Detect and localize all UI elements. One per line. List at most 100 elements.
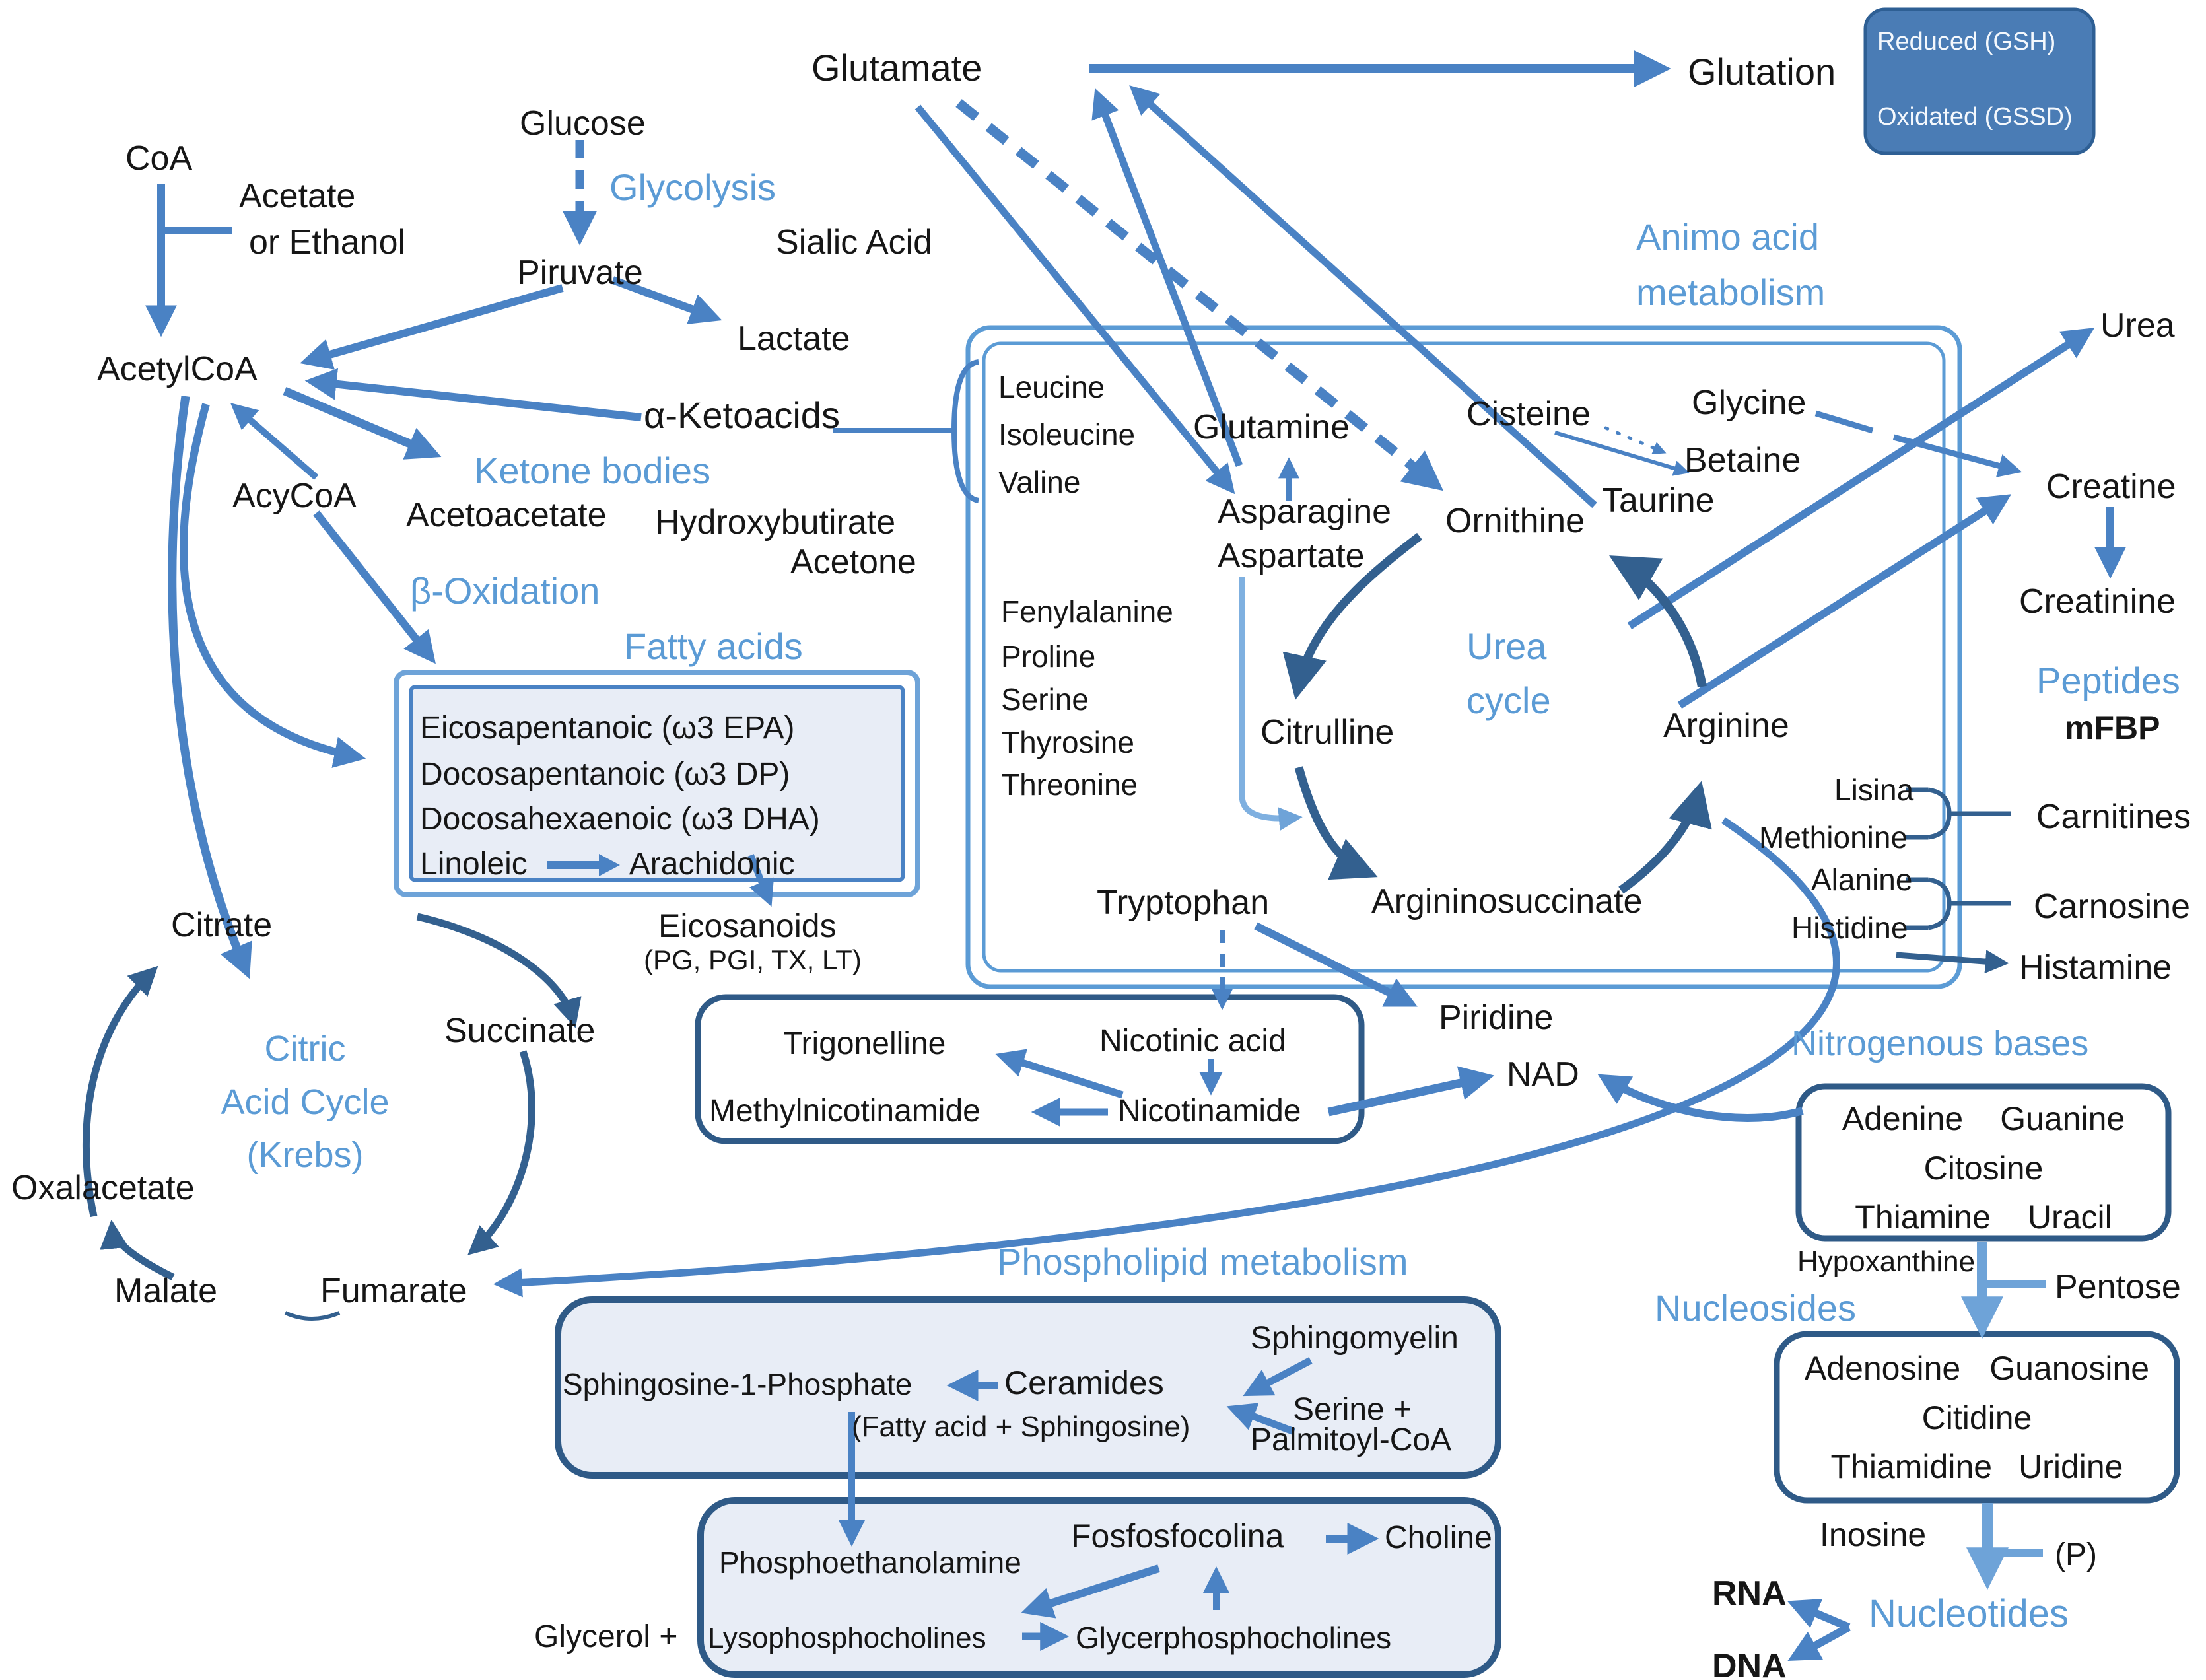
node-trigonelline: Trigonelline	[783, 1026, 946, 1061]
arc-succinate-fumarate	[467, 1050, 535, 1255]
node-succinate: Succinate	[444, 1012, 596, 1050]
arrow-tryptophan-piridine	[1254, 922, 1418, 1007]
node-uridine: Uridine	[2018, 1448, 2123, 1485]
heading-phospholipid: Phospholipid metabolism	[997, 1241, 1408, 1282]
node-arginine: Arginine	[1663, 707, 1789, 745]
right-arrow-icon	[547, 854, 620, 876]
arc-oxalacetate-citrate	[82, 965, 158, 1218]
node-malate: Malate	[114, 1272, 218, 1310]
arrow-glutamine-glutamate	[1091, 88, 1243, 467]
node-urea: Urea	[2100, 306, 2175, 345]
arrow-acetylcoa-fattybox	[180, 403, 366, 768]
heading-citric-acid-cycle: Citric Acid Cycle (Krebs)	[190, 1030, 421, 1174]
heading-fatty-acids: Fatty acids	[624, 625, 803, 667]
node-adenine: Adenine	[1842, 1100, 1964, 1137]
nitrogenous-bases-list: Adenine Guanine Citosine Thiamine Uracil	[1799, 1102, 2168, 1235]
arrow-acycoa-acetylcoa	[230, 403, 319, 480]
heading-peptides: Peptides	[2036, 660, 2180, 701]
heading-citric-line1: Citric	[264, 1029, 346, 1068]
node-taurine: Taurine	[1602, 481, 1715, 520]
node-inosine: Inosine	[1820, 1516, 1927, 1553]
node-citrate: Citrate	[171, 906, 273, 944]
arrow-serine-ceramides	[1226, 1403, 1295, 1436]
arrow-arginine-creatine	[1677, 494, 2012, 709]
node-fatty-dha: Docosahexaenoic (ω3 DHA)	[420, 802, 820, 837]
node-glycine: Glycine	[1692, 384, 1807, 422]
node-histidine: Histidine	[1791, 911, 1908, 945]
node-hydroxybutirate: Hydroxybutirate	[655, 503, 896, 542]
arrow-ornithine-urea	[1627, 328, 2095, 630]
node-sialic-acid: Sialic Acid	[776, 223, 932, 262]
arrow-arachidonic-eicosanoids	[747, 854, 775, 907]
node-cisteine: Cisteine	[1466, 395, 1591, 433]
node-histamine: Histamine	[2019, 948, 2172, 987]
heading-nucleotides: Nucleotides	[1869, 1592, 2069, 1635]
node-palmitoyl-coa: Palmitoyl-CoA	[1251, 1422, 1452, 1457]
node-choline: Choline	[1385, 1520, 1492, 1555]
node-betaine: Betaine	[1684, 441, 1801, 479]
arrow-nucleotides-dna	[1787, 1623, 1851, 1661]
node-ketoacids: α-Ketoacids	[644, 394, 840, 436]
arrow-cisteine-betaine-dotted	[1604, 426, 1667, 454]
node-thiamine: Thiamine	[1855, 1199, 1991, 1236]
node-asparagine: Asparagine	[1218, 493, 1392, 531]
node-valine: Valine	[998, 465, 1081, 499]
arrow-nicotinamide-trigonelline	[995, 1049, 1124, 1099]
node-glycerphosphocholines: Glycerphosphocholines	[1076, 1621, 1392, 1655]
arc-malate-fumarate	[284, 1311, 341, 1321]
node-acycoa: AcyCoA	[232, 477, 357, 515]
node-phosphoethanolamine: Phosphoethanolamine	[719, 1545, 1021, 1580]
node-fatty-dp: Docosapentanoic (ω3 DP)	[420, 757, 790, 792]
curve-aspartate-join	[1239, 795, 1303, 831]
arrow-nicotinamide-nad	[1327, 1066, 1495, 1117]
node-acetate-line2: or Ethanol	[249, 223, 406, 262]
node-guanosine: Guanosine	[1989, 1350, 2150, 1387]
arrow-ornithine-glutamate	[1129, 85, 1597, 508]
node-proline: Proline	[1001, 639, 1096, 674]
arc-malate-oxalacetate	[100, 1219, 175, 1280]
node-fosfosfocolina: Fosfosfocolina	[1071, 1518, 1284, 1555]
node-threonine: Threonine	[1001, 767, 1138, 802]
node-dna: DNA	[1712, 1647, 1787, 1680]
node-eicosanoids: Eicosanoids	[658, 907, 837, 944]
node-argininosuccinate: Argininosuccinate	[1371, 882, 1643, 921]
arrow-histidine-histamine	[1896, 950, 2009, 974]
heading-glycolysis: Glycolysis	[609, 166, 776, 208]
node-s1p: Sphingosine-1-Phosphate	[563, 1367, 913, 1401]
curve-argininosuccinate-fumarate	[493, 817, 1840, 1298]
node-adenosine: Adenosine	[1804, 1350, 1961, 1387]
dash-glycine-creatine	[1814, 410, 1874, 434]
node-ornithine: Ornithine	[1445, 502, 1585, 540]
node-leucine: Leucine	[998, 370, 1105, 404]
node-acetylcoa: AcetylCoA	[97, 350, 258, 388]
node-fumarate: Fumarate	[320, 1272, 467, 1310]
sphingolipid-box	[555, 1296, 1501, 1479]
fatty-acids-box-inner	[409, 685, 905, 882]
heading-amino-line2: metabolism	[1636, 271, 1826, 313]
nitrogenous-bases-box	[1795, 1083, 2172, 1242]
heading-nucleosides: Nucleosides	[1655, 1287, 1857, 1329]
glutathione-box	[1863, 7, 2096, 155]
node-coa: CoA	[125, 139, 193, 178]
node-phosphate: (P)	[2055, 1537, 2097, 1572]
node-lysophosphocholines: Lysophosphocholines	[708, 1622, 986, 1654]
node-aspartate: Aspartate	[1218, 537, 1365, 575]
node-methionine: Methionine	[1759, 820, 1908, 855]
node-methylnicotinamide: Methylnicotinamide	[709, 1094, 981, 1129]
node-citidine: Citidine	[1921, 1399, 2032, 1436]
node-acetate-line1: Acetate	[239, 177, 356, 215]
heading-ketone-bodies: Ketone bodies	[474, 450, 711, 491]
node-nicotinamide: Nicotinamide	[1118, 1094, 1301, 1129]
heading-citric-line3: (Krebs)	[246, 1135, 364, 1175]
node-lisina: Lisina	[1834, 773, 1914, 807]
node-creatinine: Creatinine	[2019, 582, 2176, 621]
node-citrulline: Citrulline	[1260, 713, 1395, 752]
node-glutation: Glutation	[1688, 51, 1836, 92]
arrow-glutamate-ornithine-dashed	[955, 99, 1444, 491]
node-mfbp: mFBP	[2065, 709, 2160, 746]
node-oxalacetate: Oxalacetate	[11, 1169, 195, 1207]
node-thyrosine: Thyrosine	[1001, 725, 1134, 759]
node-tryptophan: Tryptophan	[1097, 884, 1270, 922]
node-acetone: Acetone	[790, 543, 916, 581]
heading-nitrogenous-bases: Nitrogenous bases	[1791, 1024, 2089, 1063]
